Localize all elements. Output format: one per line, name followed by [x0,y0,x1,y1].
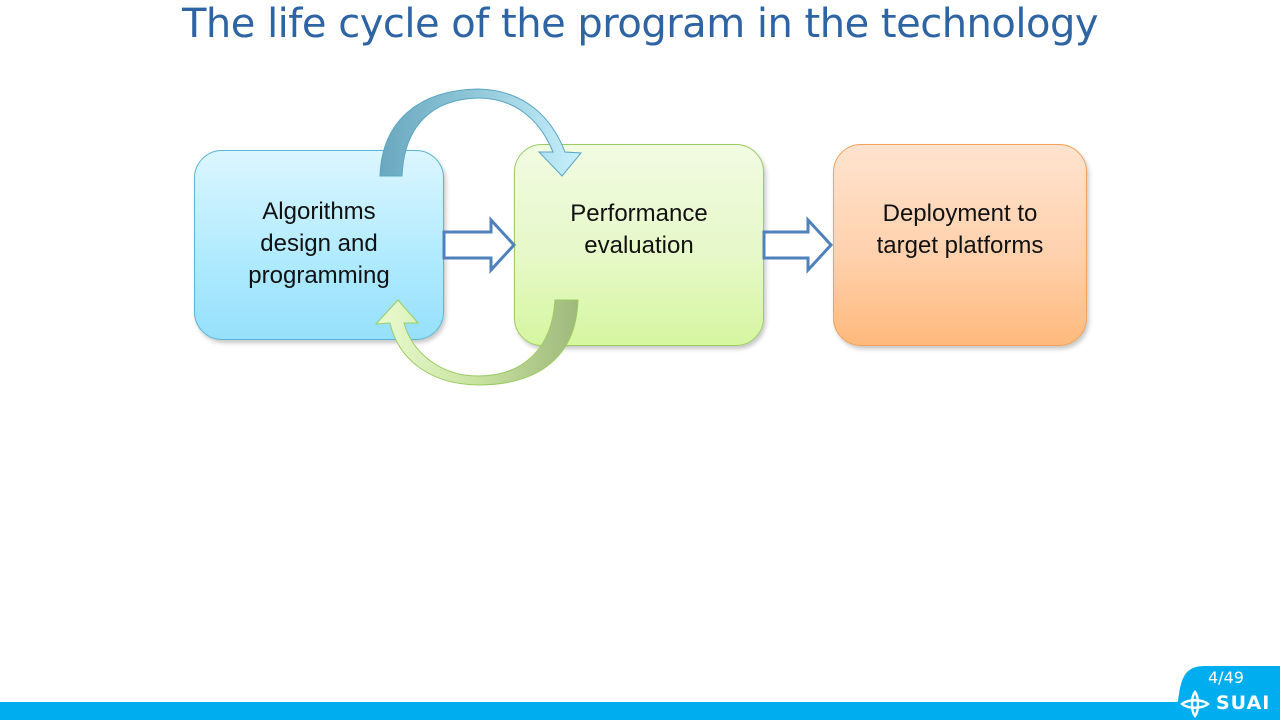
node-label-line: programming [248,262,390,289]
node-performance-evaluation: Performance evaluation [514,144,764,346]
curved-arrow-performance-to-algorithms [374,299,579,386]
node-label-line: evaluation [584,232,694,259]
block-arrow-performance-to-deployment [762,216,834,274]
suai-logo-icon [1180,690,1210,718]
node-label-line: target platforms [876,232,1044,259]
suai-logo-text: SUAI [1216,692,1271,714]
page-number: 4/49 [1208,668,1244,687]
node-label-line: Performance [570,200,708,227]
curved-arrow-algorithms-to-performance [379,88,583,177]
node-algorithms-design: Algorithms design and programming [194,150,444,340]
block-arrow-algorithms-to-performance [442,216,517,274]
node-label-line: Deployment to [882,200,1038,227]
node-deployment: Deployment to target platforms [833,144,1087,346]
slide-title: The life cycle of the program in the tec… [181,1,1099,47]
footer-bar [0,702,1280,720]
node-label-line: Algorithms [262,198,376,225]
node-label-line: design and [260,230,378,257]
